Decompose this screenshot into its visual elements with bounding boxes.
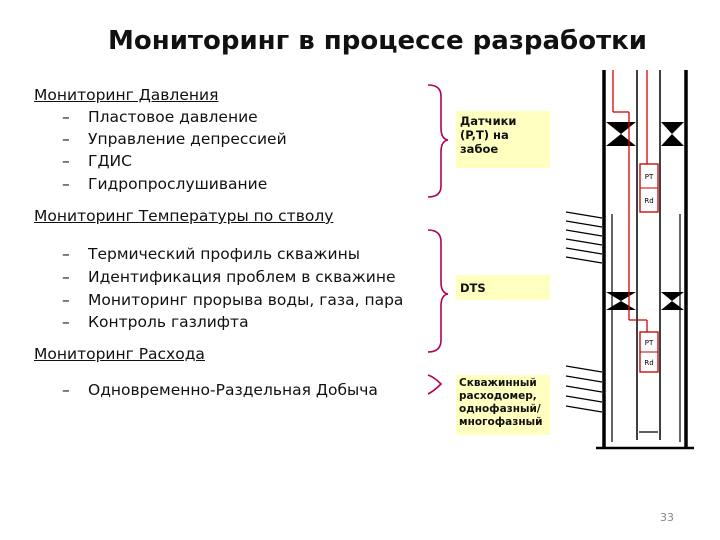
well-schematic-diagram bbox=[565, 70, 694, 450]
bullet-item: –Идентификация проблем в скважине bbox=[62, 268, 396, 286]
brace-flow bbox=[427, 374, 443, 395]
bullet-item: –Гидропрослушивание bbox=[62, 175, 268, 193]
slide-title: Мониторинг в процессе разработки bbox=[108, 26, 648, 56]
bullet-item: –ГДИС bbox=[62, 152, 132, 170]
packer-icon bbox=[606, 122, 684, 146]
svg-text:PT: PT bbox=[645, 339, 654, 347]
callout-dts: DTS bbox=[456, 275, 550, 300]
section-heading-pressure: Мониторинг Давления bbox=[34, 86, 219, 104]
gauge-mandrel-upper: PT Rd bbox=[639, 163, 659, 213]
svg-text:Rd: Rd bbox=[644, 359, 653, 367]
svg-text:Rd: Rd bbox=[644, 197, 653, 205]
section-heading-temperature: Мониторинг Температуры по стволу bbox=[34, 207, 334, 225]
bullet-item: –Пластовое давление bbox=[62, 108, 258, 126]
bullet-item: –Одновременно-Раздельная Добыча bbox=[62, 381, 378, 399]
gauge-mandrel-lower: PT Rd bbox=[639, 331, 659, 373]
control-line bbox=[612, 70, 648, 332]
bullet-item: –Управление депрессией bbox=[62, 130, 287, 148]
callout-downhole-sensors: Датчики (P,T) на забое bbox=[456, 111, 550, 168]
packer-icon bbox=[606, 292, 684, 310]
bullet-item: –Контроль газлифта bbox=[62, 313, 249, 331]
section-heading-flow: Мониторинг Расхода bbox=[34, 345, 205, 363]
svg-text:PT: PT bbox=[645, 173, 654, 181]
bullet-item: –Термический профиль скважины bbox=[62, 245, 360, 263]
callout-flowmeter: Скважинный расходомер, однофазный/ много… bbox=[456, 375, 550, 435]
brace-temperature bbox=[427, 229, 449, 353]
page-number: 33 bbox=[660, 511, 674, 524]
brace-pressure bbox=[427, 84, 449, 198]
bullet-item: –Мониторинг прорыва воды, газа, пара bbox=[62, 291, 404, 309]
